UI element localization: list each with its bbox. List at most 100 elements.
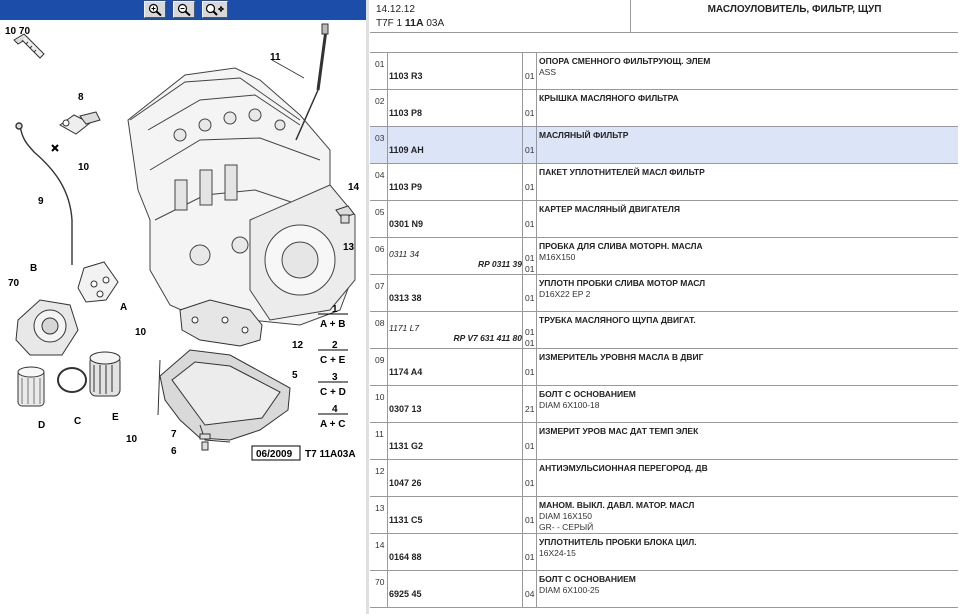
- table-row[interactable]: 07 0313 38 01 УПЛОТН ПРОБКИ СЛИВА МОТОР МАС…: [370, 275, 958, 312]
- quantity: 01: [525, 264, 535, 274]
- callout-11: 11: [270, 52, 281, 63]
- callout-10-upper: 10: [78, 162, 90, 173]
- drain-plug-illustration: [199, 433, 211, 451]
- row-number: 03: [375, 133, 385, 143]
- quantity: 01: [525, 219, 535, 229]
- quantity: 04: [525, 589, 535, 599]
- part-description: КАРТЕР МАСЛЯНЫЙ ДВИГАТЕЛЯ: [539, 204, 680, 214]
- bolt-illustration: [13, 33, 45, 59]
- parts-list-pane: 14.12.12 T7F 1 11A 03A МАСЛОУЛОВИТЕЛЬ, Ф…: [370, 0, 960, 614]
- callout-B: B: [30, 263, 37, 274]
- part-description: АНТИЭМУЛЬСИОННАЯ ПЕРЕГОРОД. ДВ: [539, 463, 708, 473]
- replacement-reference: RP V7 631 411 80: [453, 333, 522, 343]
- row-number: 06: [375, 244, 385, 254]
- callout-12: 12: [292, 340, 304, 351]
- row-number: 09: [375, 355, 385, 365]
- part-reference: 0301 N9: [389, 219, 424, 229]
- catalog-code: T7F 1 11A 03A: [376, 17, 445, 29]
- catalog-date: 14.12.12: [376, 4, 415, 15]
- row-number: 13: [375, 503, 385, 513]
- callout-10-lower: 10: [126, 434, 138, 445]
- callout-C: C: [74, 416, 81, 427]
- part-description: КРЫШКА МАСЛЯНОГО ФИЛЬТРА: [539, 93, 679, 103]
- part-description: УПЛОТН ПРОБКИ СЛИВА МОТОР МАСЛ: [539, 278, 706, 288]
- part-description: ИЗМЕРИТЕЛЬ УРОВНЯ МАСЛА В ДВИГ: [539, 352, 704, 362]
- kit-1-label: 1: [332, 304, 338, 315]
- dipstick-illustration: [295, 23, 329, 141]
- part-reference: 1103 P8: [389, 108, 423, 118]
- row-number: 11: [375, 429, 384, 439]
- callout-E: E: [112, 412, 119, 423]
- row-number: 07: [375, 281, 385, 291]
- kit-legend: 1 A + B 2 C + E 3 C + D 4 A + C: [318, 304, 348, 430]
- part-description: МАНОМ. ВЫКЛ. ДАВЛ. МАТОР. МАСЛ: [539, 500, 695, 510]
- callout-8: 8: [78, 92, 84, 103]
- part-description: ПРОБКА ДЛЯ СЛИВА МОТОРН. МАСЛА: [539, 241, 703, 251]
- row-number: 05: [375, 207, 385, 217]
- part-description: МАСЛЯНЫЙ ФИЛЬТР: [539, 130, 629, 140]
- zoom-out-button[interactable]: [173, 1, 195, 18]
- part-reference: 6925 45: [389, 589, 422, 599]
- quantity: 01: [525, 478, 535, 488]
- part-description: УПЛОТНИТЕЛЬ ПРОБКИ БЛОКА ЦИЛ.: [539, 537, 697, 547]
- diagram-figure-code: T7 11A03A: [305, 449, 356, 460]
- part-reference: 0164 88: [389, 552, 422, 562]
- kit-4-value: A + C: [320, 419, 345, 430]
- row-number: 12: [375, 466, 385, 476]
- part-description: ПАКЕТ УПЛОТНИТЕЛЕЙ МАСЛ ФИЛЬТР: [539, 167, 705, 177]
- page-title: МАСЛОУЛОВИТЕЛЬ, ФИЛЬТР, ЩУП: [707, 4, 882, 15]
- quantity-alt: 01: [525, 253, 535, 263]
- part-reference: 0307 13: [389, 404, 422, 414]
- part-spec: ASS: [539, 67, 557, 77]
- zoom-in-button[interactable]: [144, 1, 166, 18]
- callout-9: 9: [38, 196, 44, 207]
- part-reference: 1131 C5: [389, 515, 423, 525]
- row-number: 10: [375, 392, 385, 402]
- quantity: 01: [525, 182, 535, 192]
- quantity: 01: [525, 293, 535, 303]
- quantity: 01: [525, 367, 535, 377]
- pane-splitter[interactable]: [366, 0, 369, 614]
- part-spec-extra: GR- - СЕРЫЙ: [539, 522, 594, 532]
- part-description: БОЛТ С ОСНОВАНИЕМ: [539, 389, 636, 399]
- part-reference: 1131 G2: [389, 441, 424, 451]
- oil-pan-illustration: [159, 349, 291, 443]
- row-number: 04: [375, 170, 385, 180]
- table-row[interactable]: 05 0301 N9 01 КАРТЕР МАСЛЯНЫЙ ДВИГАТЕЛЯ: [370, 201, 958, 238]
- part-spec: 16X24-15: [539, 548, 576, 558]
- zoom-fit-icon: [205, 3, 224, 16]
- dipstick-tube-illustration: [15, 122, 73, 265]
- row-number: 14: [375, 540, 385, 550]
- part-reference: 0311 34: [389, 249, 420, 259]
- quantity: 01: [525, 145, 535, 155]
- quantity: 01: [525, 338, 535, 348]
- zoom-fit-button[interactable]: [202, 1, 228, 18]
- quantity-alt: 01: [525, 327, 535, 337]
- callout-10-70: 10 70: [5, 26, 30, 37]
- row-number: 70: [375, 577, 385, 587]
- callout-13: 13: [343, 242, 355, 253]
- quantity: 21: [525, 404, 535, 414]
- kit-2-value: C + E: [320, 355, 346, 366]
- callout-14: 14: [348, 182, 360, 193]
- engine-block-illustration: [127, 67, 356, 326]
- baffle-illustration: [179, 299, 263, 347]
- part-description: ТРУБКА МАСЛЯНОГО ЩУПА ДВИГАТ.: [539, 315, 696, 325]
- part-description: ИЗМЕРИТ УРОВ МАС ДАТ ТЕМП ЭЛЕК: [539, 426, 699, 436]
- kit-1-value: A + B: [320, 319, 345, 330]
- part-reference: 0313 38: [389, 293, 422, 303]
